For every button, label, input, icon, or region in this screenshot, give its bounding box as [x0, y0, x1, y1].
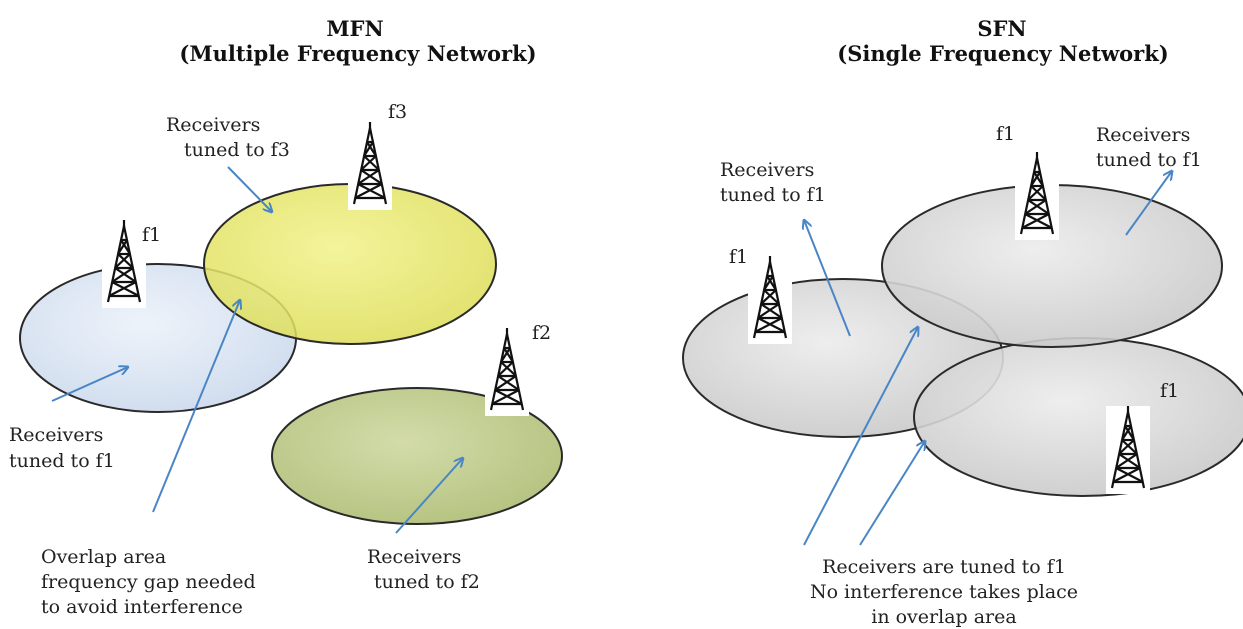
mfn-coverage-f2	[271, 387, 563, 525]
mfn-recv-f2-line2: tuned to f2	[374, 571, 480, 593]
sfn-recv-top-line1: Receivers	[720, 159, 814, 181]
sfn-tower-left-icon	[746, 254, 794, 346]
sfn-recv-right-line2: tuned to f1	[1096, 149, 1202, 171]
sfn-bottom-line1: Receivers are tuned to f1	[822, 556, 1066, 578]
mfn-arrow-f3	[227, 166, 272, 212]
sfn-recv-top-line2: tuned to f1	[720, 184, 826, 206]
mfn-recv-f2-line1: Receivers	[367, 546, 461, 568]
mfn-recv-f3-line1: Receivers	[166, 114, 260, 136]
mfn-freq-f3: f3	[388, 101, 407, 123]
mfn-freq-f2: f2	[532, 322, 551, 344]
mfn-subtitle: (Multiple Frequency Network)	[179, 41, 536, 66]
sfn-freq-top: f1	[996, 123, 1015, 145]
mfn-tower-f1-icon	[100, 218, 148, 310]
mfn-tower-f3-icon	[346, 120, 394, 212]
mfn-recv-f1-line1: Receivers	[9, 424, 103, 446]
mfn-overlap-line1: Overlap area	[41, 546, 166, 568]
mfn-recv-f1-line2: tuned to f1	[9, 450, 115, 472]
sfn-title: SFN	[977, 16, 1026, 41]
sfn-coverage-right	[913, 337, 1243, 497]
sfn-arrow-top-right	[1125, 171, 1172, 236]
mfn-arrow-overlap	[152, 300, 240, 513]
mfn-title: MFN	[326, 16, 383, 41]
sfn-bottom-line2: No interference takes place	[810, 581, 1078, 603]
sfn-tower-right-icon	[1104, 404, 1152, 496]
mfn-arrow-f1	[51, 367, 128, 402]
mfn-panel: MFN (Multiple Frequency Network) f1 f3 f…	[9, 16, 563, 618]
sfn-arrow-top-left	[804, 220, 851, 337]
sfn-freq-left: f1	[729, 246, 748, 268]
sfn-subtitle: (Single Frequency Network)	[837, 41, 1168, 66]
mfn-overlap-line3: to avoid interference	[41, 596, 243, 618]
sfn-tower-top-icon	[1013, 150, 1061, 242]
sfn-bottom-line3: in overlap area	[871, 606, 1016, 628]
sfn-freq-right: f1	[1160, 380, 1179, 402]
mfn-overlap-line2: frequency gap needed	[41, 571, 256, 593]
sfn-panel: SFN (Single Frequency Network) f1 f1 f1 …	[682, 16, 1243, 628]
mfn-tower-f2-icon	[483, 326, 531, 418]
sfn-arrow-overlap-2	[859, 441, 925, 546]
sfn-recv-right-line1: Receivers	[1096, 124, 1190, 146]
mfn-recv-f3-line2: tuned to f3	[184, 139, 290, 161]
mfn-arrow-f2	[395, 458, 463, 534]
sfn-arrow-overlap-1	[803, 327, 918, 546]
mfn-freq-f1: f1	[142, 224, 161, 246]
